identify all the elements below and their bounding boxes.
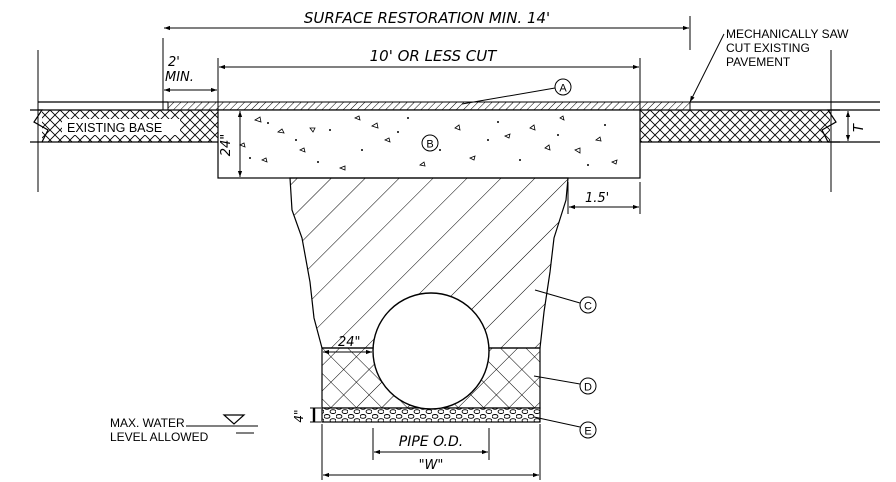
existing-base-label: EXISTING BASE: [67, 121, 162, 135]
sawcut-note-line-1: MECHANICALLY SAW: [726, 27, 849, 41]
callout-b: B: [421, 134, 439, 152]
callout-c: C: [534, 289, 597, 314]
trench-width-dimension: "W": [321, 424, 541, 480]
bedding-depth-dimension: 4": [292, 407, 321, 423]
bedding-layer: [321, 407, 541, 423]
pipe-clearance-label: 24": [338, 335, 361, 350]
callout-e: E: [533, 416, 597, 439]
callout-a-letter: A: [559, 83, 567, 95]
callout-b-letter: B: [426, 139, 433, 151]
concrete-depth-dimension: 24": [219, 111, 243, 177]
asphalt-surface-layer: [167, 101, 691, 111]
pipe: [372, 292, 490, 410]
callout-c-letter: C: [584, 301, 592, 313]
sawcut-note: MECHANICALLY SAW CUT EXISTING PAVEMENT: [689, 27, 849, 103]
surface-restoration-dimension: SURFACE RESTORATION MIN. 14': [162, 9, 691, 110]
callout-d: D: [533, 375, 597, 395]
sawcut-note-line-2: CUT EXISTING: [726, 41, 810, 55]
existing-base-layer: EXISTING BASE: [30, 109, 880, 143]
concrete-depth-label: 24": [219, 134, 234, 157]
water-level-line-1: MAX. WATER: [110, 416, 185, 430]
callout-e-letter: E: [584, 426, 591, 438]
water-level-icon: [222, 414, 246, 425]
cut-width-label: 10' OR LESS CUT: [370, 47, 499, 65]
min-offset-value: 2': [168, 55, 180, 70]
trench-width-label: "W": [419, 458, 444, 473]
water-level-note: MAX. WATER LEVEL ALLOWED: [110, 414, 258, 444]
surface-restoration-label: SURFACE RESTORATION MIN. 14': [304, 9, 550, 27]
bedding-depth-label: 4": [292, 409, 306, 422]
step-width-dimension: 1.5': [567, 182, 641, 214]
water-level-line-2: LEVEL ALLOWED: [110, 430, 209, 444]
cut-width-dimension: 10' OR LESS CUT: [217, 47, 641, 110]
callout-a: A: [461, 78, 572, 105]
min-offset-suffix: MIN.: [165, 70, 194, 85]
pipe-od-dimension: PIPE O.D.: [372, 428, 490, 460]
sawcut-note-line-3: PAVEMENT: [726, 55, 791, 69]
pipe-od-label: PIPE O.D.: [399, 434, 463, 450]
step-width-label: 1.5': [585, 191, 609, 206]
callout-d-letter: D: [584, 382, 592, 394]
min-offset-dimension: 2' MIN.: [164, 55, 217, 93]
thickness-dimension: T: [838, 109, 880, 143]
thickness-label: T: [852, 123, 867, 132]
pipe-clearance-dimension: 24": [323, 335, 372, 355]
